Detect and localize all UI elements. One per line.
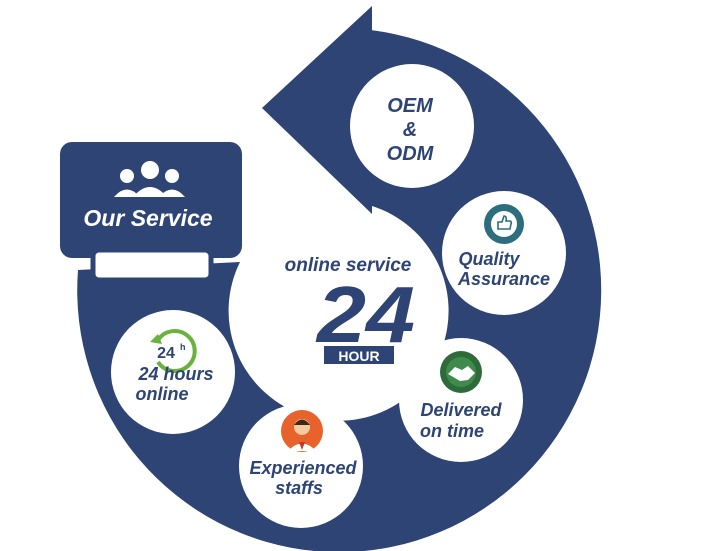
center-online-service: online service — [285, 255, 412, 276]
clock-24-text: 24 — [157, 345, 175, 362]
oem-line3: ODM — [387, 143, 435, 165]
ring-arrow-head — [262, 6, 372, 214]
delivered-line2: on time — [420, 421, 484, 441]
center-hour-badge-bg — [324, 346, 394, 364]
staffs-line2: staffs — [275, 478, 323, 498]
node-experienced-staffs — [239, 404, 363, 528]
staff-person-icon — [281, 410, 323, 452]
staffs-line1: Experienced — [249, 458, 357, 478]
our-service-title: Our Service — [83, 205, 212, 231]
people-group-icon — [114, 161, 185, 197]
delivered-line1: Delivered — [420, 400, 502, 420]
our-service-box — [60, 142, 242, 258]
quality-line2: Assurance — [457, 269, 550, 289]
handshake-icon — [440, 351, 482, 393]
node-delivered-on-time — [399, 338, 523, 462]
center-big-24: 24 — [315, 270, 415, 359]
ring-arrow-white-notch — [300, 40, 372, 95]
online-line1: 24 hours — [137, 364, 213, 384]
oem-line1: OEM — [387, 95, 434, 117]
node-oem-odm — [350, 64, 474, 188]
clock-24-sup: h — [180, 342, 186, 352]
node-quality-assurance — [442, 191, 566, 315]
online-line2: online — [136, 384, 189, 404]
thumbs-up-icon — [484, 204, 524, 244]
oem-line2: & — [403, 119, 417, 141]
center-hour-badge: HOUR — [338, 348, 379, 364]
our-service-box-tab — [90, 247, 214, 283]
clock-24-icon: 24 h — [150, 329, 197, 373]
quality-line1: Quality — [458, 249, 520, 269]
